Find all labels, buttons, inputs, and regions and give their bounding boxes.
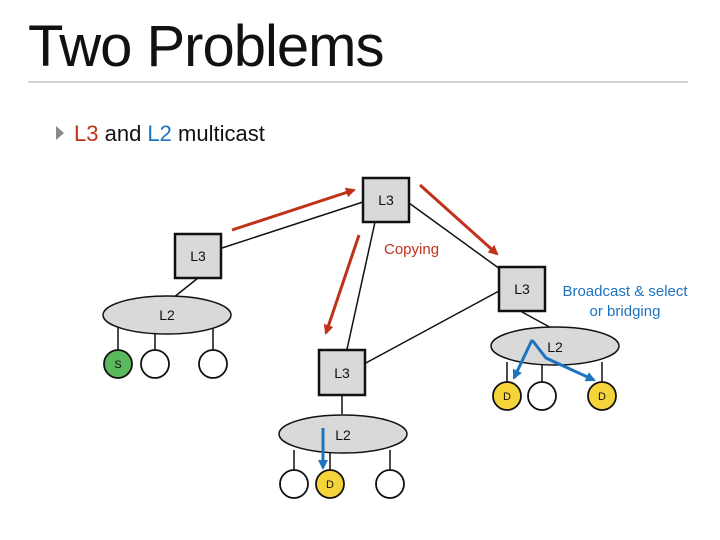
router-bottom-label: L3	[334, 365, 350, 381]
switch-bottom	[278, 414, 408, 454]
router-right	[497, 265, 547, 313]
annotation-copying: Copying	[384, 241, 439, 258]
host-dest-right-2-label: D	[598, 391, 606, 403]
link-bottom-right	[363, 290, 500, 365]
router-left-label: L3	[190, 248, 206, 264]
bullet-l2-text: L2	[147, 121, 172, 146]
arrow-l2-right-to-dest-1	[512, 339, 534, 380]
slide-title: Two Problems	[28, 14, 384, 79]
switch-left-label: L2	[159, 307, 175, 323]
host-left-2	[140, 349, 170, 379]
host-source-label: S	[114, 359, 121, 371]
bullet-l3-l2-multicast: L3 and L2 multicast	[56, 121, 265, 147]
bullet-multicast-text: multicast	[171, 121, 265, 146]
link-left-top	[221, 201, 364, 249]
router-bottom	[317, 348, 367, 397]
bullet-l3-text: L3	[74, 121, 99, 146]
router-top-label: L3	[378, 192, 394, 208]
host-left-3	[198, 349, 228, 379]
arrow-l2-right-to-dest-2	[530, 339, 596, 382]
switch-left	[102, 295, 232, 335]
host-right-2	[527, 381, 557, 411]
host-dest-right-2	[587, 381, 617, 411]
annotation-broadcast-line2: or bridging	[590, 303, 661, 320]
host-source	[103, 349, 133, 379]
host-dest-right-1-label: D	[503, 391, 511, 403]
router-right-label: L3	[514, 281, 530, 297]
switch-bottom-label: L2	[335, 427, 351, 443]
host-bottom-1	[279, 469, 309, 499]
host-dest-bottom	[315, 469, 345, 499]
arrow-l3-top-to-right	[418, 183, 499, 256]
host-dest-right-1	[492, 381, 522, 411]
arrow-l3-left-to-top	[231, 187, 356, 232]
bullet-and-text: and	[98, 121, 148, 146]
bullet-triangle-icon	[56, 126, 64, 140]
switch-right-label: L2	[547, 339, 563, 355]
link-top-bottom	[341, 221, 376, 373]
router-top	[361, 176, 411, 224]
annotation-broadcast-line1: Broadcast & select	[562, 283, 688, 300]
host-bottom-3	[375, 469, 405, 499]
router-left	[173, 232, 223, 280]
host-dest-bottom-label: D	[326, 479, 334, 491]
title-divider	[28, 81, 688, 83]
arrow-l3-top-to-bottom	[323, 234, 361, 335]
